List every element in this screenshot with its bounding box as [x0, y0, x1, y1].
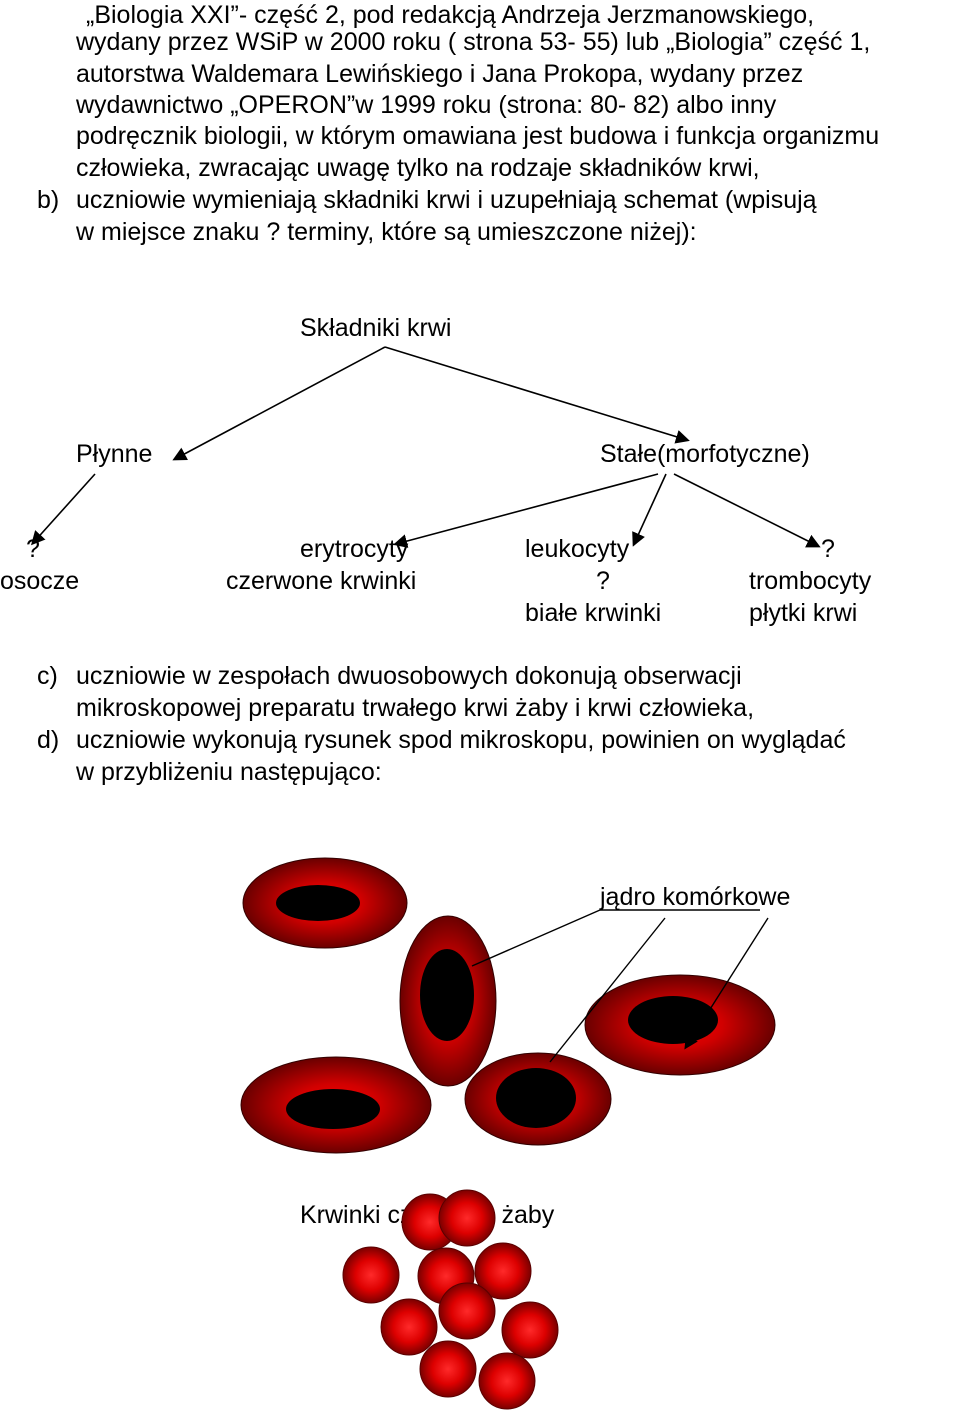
human-cell — [380, 1298, 438, 1356]
diagram-erythrocytes: erytrocyty — [300, 535, 409, 563]
diagram-leukocytes: leukocyty — [525, 535, 630, 563]
human-cell — [438, 1189, 496, 1247]
human-cell — [419, 1340, 477, 1398]
pointer-to-cell-2 — [471, 909, 601, 967]
frog-blood-cells — [240, 857, 776, 1154]
diagram-liquid: Płynne — [76, 440, 153, 468]
diagram-red-cells: czerwone krwinki — [226, 567, 417, 595]
item-b-line-2: w miejsce znaku ? terminy, które są umie… — [76, 218, 697, 246]
intro-line-6: człowieka, zwracając uwagę tylko na rodz… — [76, 154, 760, 182]
item-d-line-1: uczniowie wykonują rysunek spod mikrosko… — [76, 726, 846, 754]
item-c-marker: c) — [37, 662, 58, 690]
arrow-root-to-solid — [384, 346, 690, 444]
intro-line-1: „Biologia XXI”- część 2, pod redakcją An… — [86, 1, 815, 29]
diagram-solid: Stałe(morfotyczne) — [600, 440, 810, 468]
diagram-platelets: płytki krwi — [749, 599, 858, 627]
pointer-to-cell-3 — [549, 917, 666, 1063]
human-cell — [478, 1352, 536, 1410]
diagram-root: Składniki krwi — [300, 314, 452, 342]
frog-cell-5 — [464, 1052, 612, 1146]
item-c-line-1: uczniowie w zespołach dwuosobowych dokon… — [76, 662, 742, 690]
frog-cell-4 — [240, 1056, 432, 1154]
diagram-plasma: osocze — [0, 567, 80, 595]
diagram-white-cells: białe krwinki — [525, 599, 662, 627]
arrow-liquid-to-plasma — [30, 473, 96, 546]
intro-line-5: podręcznik biologii, w którym omawiana j… — [76, 122, 880, 150]
frog-cell-1 — [242, 857, 408, 949]
human-cell — [438, 1282, 496, 1340]
nucleus-pointers — [471, 909, 769, 1063]
intro-line-4: wydawnictwo „OPERON”w 1999 roku (strona:… — [76, 91, 777, 119]
item-d-marker: d) — [37, 726, 60, 754]
nucleus-label: jądro komórkowe — [600, 883, 791, 911]
diagram-q-platelets: ? — [821, 535, 835, 563]
human-cell — [342, 1246, 400, 1304]
item-b-marker: b) — [37, 186, 60, 214]
arrow-solid-to-platelets — [673, 473, 821, 548]
diagram-q-white: ? — [596, 567, 610, 595]
item-b-line-1: uczniowie wymieniają składniki krwi i uz… — [76, 186, 817, 214]
item-c-line-2: mikroskopowej preparatu trwałego krwi ża… — [76, 694, 755, 722]
frog-cell-2 — [399, 915, 497, 1087]
human-cell — [501, 1301, 559, 1359]
pointer-to-cell-3b — [684, 917, 769, 1050]
arrow-solid-to-erythrocytes — [393, 473, 659, 548]
human-cell — [474, 1242, 532, 1300]
item-d-line-2: w przybliżeniu następująco: — [76, 758, 382, 786]
diagram-thrombocytes: trombocyty — [749, 567, 872, 595]
human-blood-cells — [342, 1189, 559, 1410]
arrow-root-to-liquid — [172, 346, 386, 461]
arrow-solid-to-leukocytes — [632, 473, 667, 547]
intro-line-3: autorstwa Waldemara Lewińskiego i Jana P… — [76, 60, 804, 88]
diagram-arrows — [30, 346, 821, 548]
intro-line-2: wydany przez WSiP w 2000 roku ( strona 5… — [76, 28, 871, 56]
